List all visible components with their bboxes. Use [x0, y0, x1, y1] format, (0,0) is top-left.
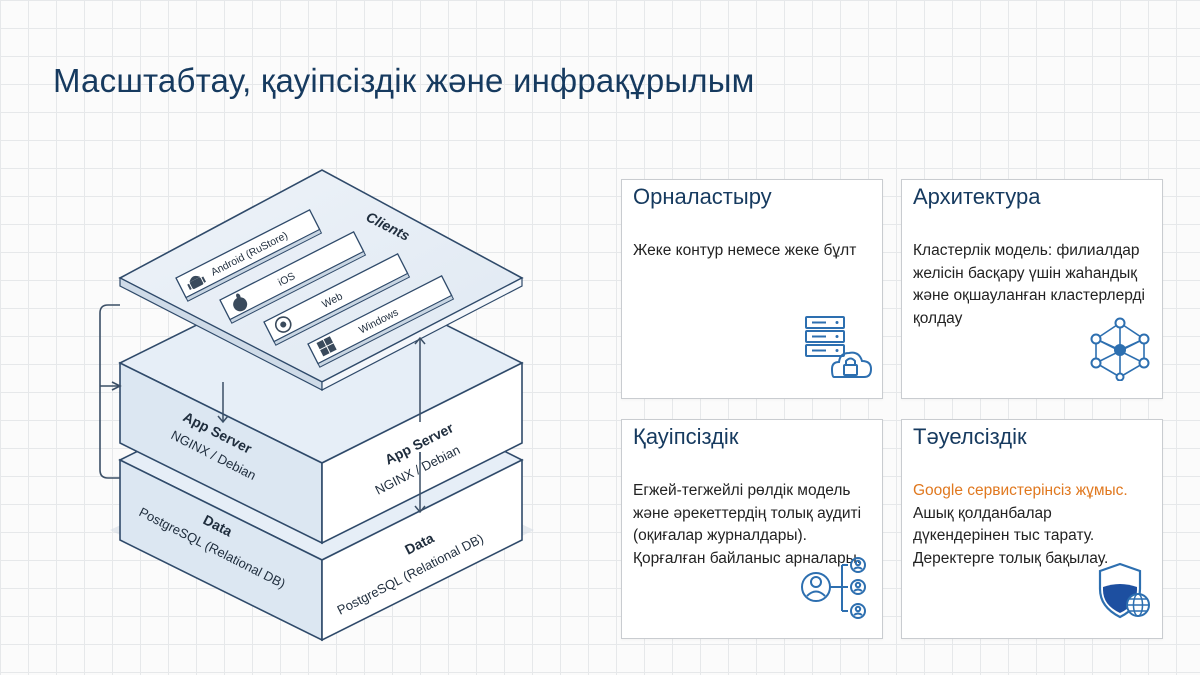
connector-arrows	[217, 336, 426, 514]
loop-arrow	[99, 304, 120, 479]
card-independence-accent: Google сервистерінсіз жұмыс.	[913, 482, 1128, 499]
card-independence-body: Google сервистерінсіз жұмыс. Ашық қолдан…	[913, 480, 1151, 570]
windows-icon	[316, 336, 337, 357]
android-icon	[187, 275, 206, 290]
server-cloud-lock-icon	[804, 315, 873, 386]
card-architecture-title: Архитектура	[913, 184, 1041, 209]
card-architecture: Архитектура Кластерлік модель: филиалдар…	[901, 179, 1163, 399]
card-deployment: Орналастыру Жеке контур немесе жеке бұлт	[621, 179, 883, 399]
page-title: Масштабтау, қауіпсіздік және инфрақұрылы…	[53, 62, 755, 99]
card-security: Қауіпсіздік Егжей-тегжейлі рөлдік модель…	[621, 419, 883, 639]
card-architecture-body: Кластерлік модель: филиалдар желісін бас…	[913, 242, 1145, 327]
stack-illustration: Android (RuStore) iOS Web	[99, 169, 534, 642]
card-security-body: Егжей-тегжейлі рөлдік модель және әрекет…	[633, 482, 862, 567]
card-independence: Тәуелсіздік Google сервистерінсіз жұмыс.…	[901, 419, 1163, 639]
user-roles-icon	[798, 557, 872, 626]
card-security-title: Қауіпсіздік	[633, 424, 739, 449]
shield-globe-icon	[1096, 561, 1152, 626]
client-tile-windows: Windows	[307, 275, 455, 368]
card-independence-title: Тәуелсіздік	[913, 424, 1027, 449]
chrome-icon	[274, 316, 292, 333]
card-deployment-title: Орналастыру	[633, 184, 772, 209]
client-tile-ios: iOS	[219, 231, 367, 324]
card-independence-text: Ашық қолданбалар дүкендерінен тыс тарату…	[913, 504, 1109, 567]
client-tile-web: Web	[263, 253, 411, 346]
card-deployment-body: Жеке контур немесе жеке бұлт	[633, 242, 857, 259]
apple-icon	[233, 293, 248, 312]
architecture-diagram: Android (RuStore) iOS Web	[90, 160, 540, 660]
network-cluster-icon	[1088, 317, 1152, 386]
